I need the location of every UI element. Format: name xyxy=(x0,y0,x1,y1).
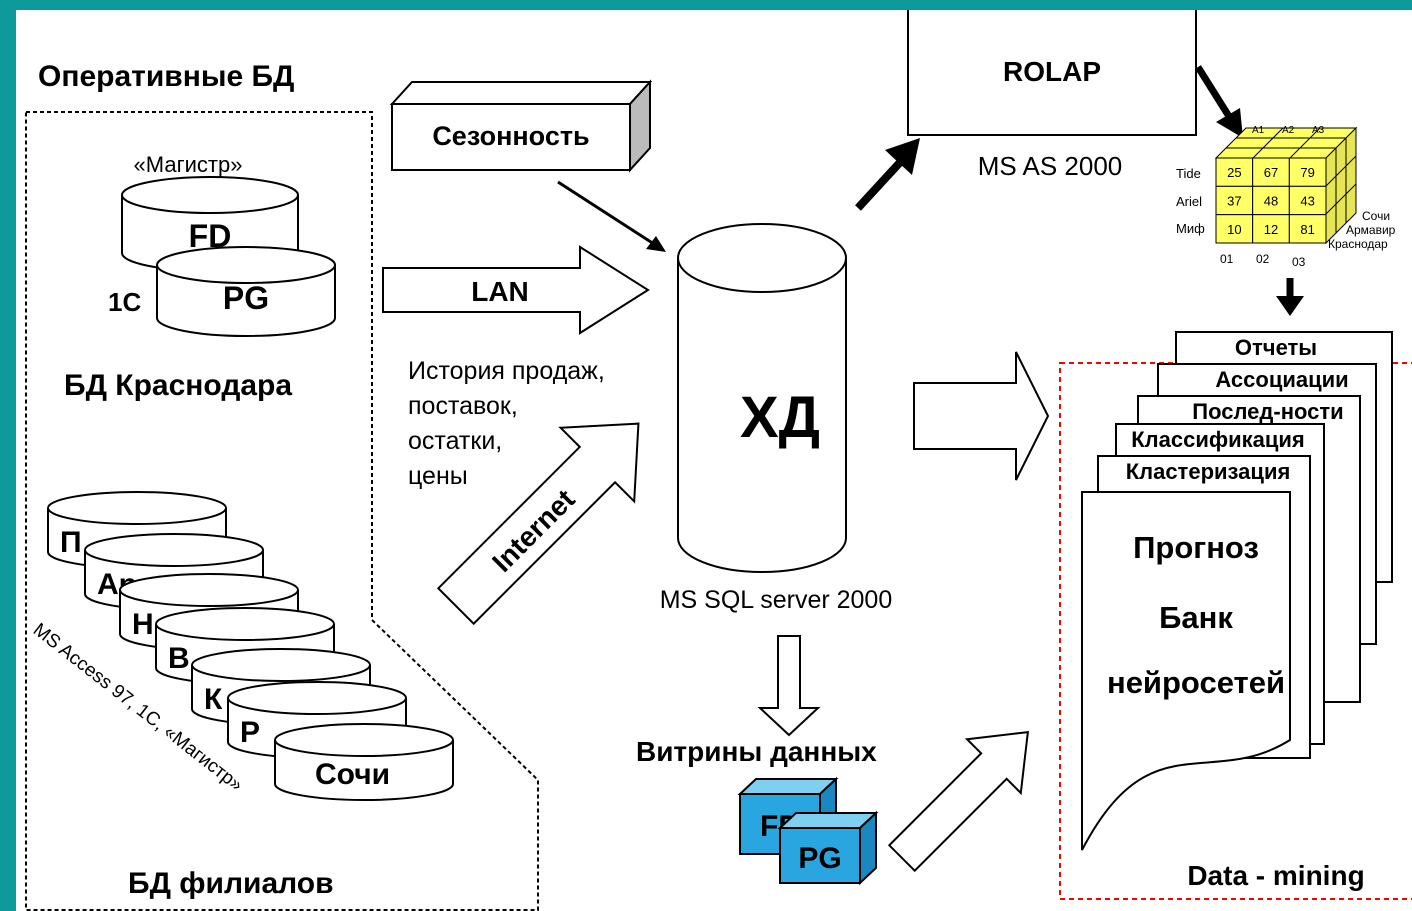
internet-arrow: Internet xyxy=(436,422,640,626)
branch-db-label: В xyxy=(168,642,190,675)
cube-col-label-3: 03 xyxy=(1292,255,1306,269)
mining-page-label: Ассоциации xyxy=(1215,367,1348,392)
operative-area-border xyxy=(25,111,539,911)
mining-page-label: Отчеты xyxy=(1235,335,1317,360)
mining-main-line-3: нейросетей xyxy=(1107,665,1285,700)
cube-row-label-1: Tide xyxy=(1176,166,1201,181)
mining-title: Data - mining xyxy=(1187,860,1364,891)
cube-cell-value: 79 xyxy=(1300,165,1314,180)
cube-cell xyxy=(1288,157,1327,187)
magistr-label: «Магистр» xyxy=(134,152,243,177)
seasonality-arrow xyxy=(557,180,666,252)
mart-pg-box-icon xyxy=(777,810,879,886)
lan-arrow xyxy=(382,245,650,335)
cube-row-label-3: Миф xyxy=(1176,221,1205,236)
history-line-1: История продаж, xyxy=(408,357,605,385)
mining-page-label: Классификация xyxy=(1131,427,1305,452)
rolap-server-label: MS AS 2000 xyxy=(978,151,1123,181)
cube-cell xyxy=(1252,214,1290,244)
mining-main-line-1: Прогноз xyxy=(1133,530,1259,565)
cube-cell xyxy=(1288,185,1327,216)
cube-cell xyxy=(1252,185,1290,216)
warehouse-to-mining-arrow xyxy=(913,351,1050,481)
seasonality-label: Сезонность xyxy=(432,121,589,151)
history-line-3: остатки, xyxy=(408,427,502,455)
cube-cell-value: 48 xyxy=(1264,194,1278,209)
krasnodar-db-title: БД Краснодара xyxy=(64,369,292,402)
warehouse-to-marts-arrow xyxy=(757,635,821,737)
warehouse-server-label: MS SQL server 2000 xyxy=(660,586,893,614)
cube-cell xyxy=(1215,185,1254,216)
marts-to-mining-arrow xyxy=(887,730,1030,873)
cube-depth-label-3: Краснодар xyxy=(1328,237,1388,251)
warehouse-cylinder-icon xyxy=(677,223,847,573)
branch-db-label: П xyxy=(60,526,82,559)
branch-db-label: К xyxy=(204,683,223,716)
cube-cell-value: 43 xyxy=(1300,194,1314,209)
cube-cell-value: 67 xyxy=(1264,165,1278,180)
seasonality-box xyxy=(389,79,653,173)
forecast-document-page xyxy=(1081,491,1291,851)
cube-cell-value: 81 xyxy=(1300,222,1314,237)
architecture-diagram: Оперативные БД «Магистр» FD PG 1С БД Кра… xyxy=(25,10,1412,911)
cube-cell-value: 12 xyxy=(1264,222,1278,237)
operative-title: Оперативные БД xyxy=(38,60,294,93)
fd-db-label: FD xyxy=(189,218,232,254)
history-line-4: цены xyxy=(408,462,468,490)
cube-depth-label-1: Сочи xyxy=(1362,209,1390,223)
pg-database-icon xyxy=(156,246,336,337)
cube-top-label-2: A2 xyxy=(1282,125,1295,136)
cube-cell-value: 37 xyxy=(1227,194,1241,209)
cube-to-mining-arrow xyxy=(1276,278,1304,316)
lan-label: LAN xyxy=(471,276,529,307)
cube-cell-value: 25 xyxy=(1227,165,1241,180)
branch-db-label: Н xyxy=(132,608,154,641)
warehouse-to-rolap-arrow xyxy=(855,138,920,211)
mining-page-label: Кластеризация xyxy=(1126,459,1291,484)
cube-cell xyxy=(1288,214,1327,244)
rolap-label: ROLAP xyxy=(1003,56,1101,87)
history-line-2: поставок, xyxy=(408,392,518,420)
cube-cell-value: 10 xyxy=(1227,222,1241,237)
pg-db-label: PG xyxy=(223,280,269,316)
olap-cube-grid: 25 67 79 37 48 43 10 12 81 xyxy=(1215,157,1327,244)
cube-row-label-2: Ariel xyxy=(1176,194,1202,209)
branch-db-label: Р xyxy=(240,716,260,749)
warehouse-label: ХД xyxy=(740,385,820,450)
cube-depth-label-2: Армавир xyxy=(1346,223,1396,237)
cube-top-label-1: A1 xyxy=(1252,125,1265,136)
rolap-to-cube-arrow xyxy=(1195,65,1243,138)
cube-top-label-3: A3 xyxy=(1312,125,1325,136)
branch-db-label: Сочи xyxy=(315,758,390,791)
branches-title: БД филиалов xyxy=(128,867,334,900)
cube-col-label-1: 01 xyxy=(1220,252,1234,266)
mining-main-line-2: Банк xyxy=(1159,600,1233,635)
mart-pg-label: PG xyxy=(798,842,841,875)
rolap-box xyxy=(907,10,1197,136)
cube-col-label-2: 02 xyxy=(1256,252,1270,266)
marts-title: Витрины данных xyxy=(636,736,877,767)
diagram-canvas: Оперативные БД «Магистр» FD PG 1С БД Кра… xyxy=(16,10,1412,911)
branch-db-cylinder xyxy=(274,723,454,801)
mining-page-label: Послед-ности xyxy=(1192,399,1343,424)
label-1c: 1С xyxy=(108,287,141,317)
